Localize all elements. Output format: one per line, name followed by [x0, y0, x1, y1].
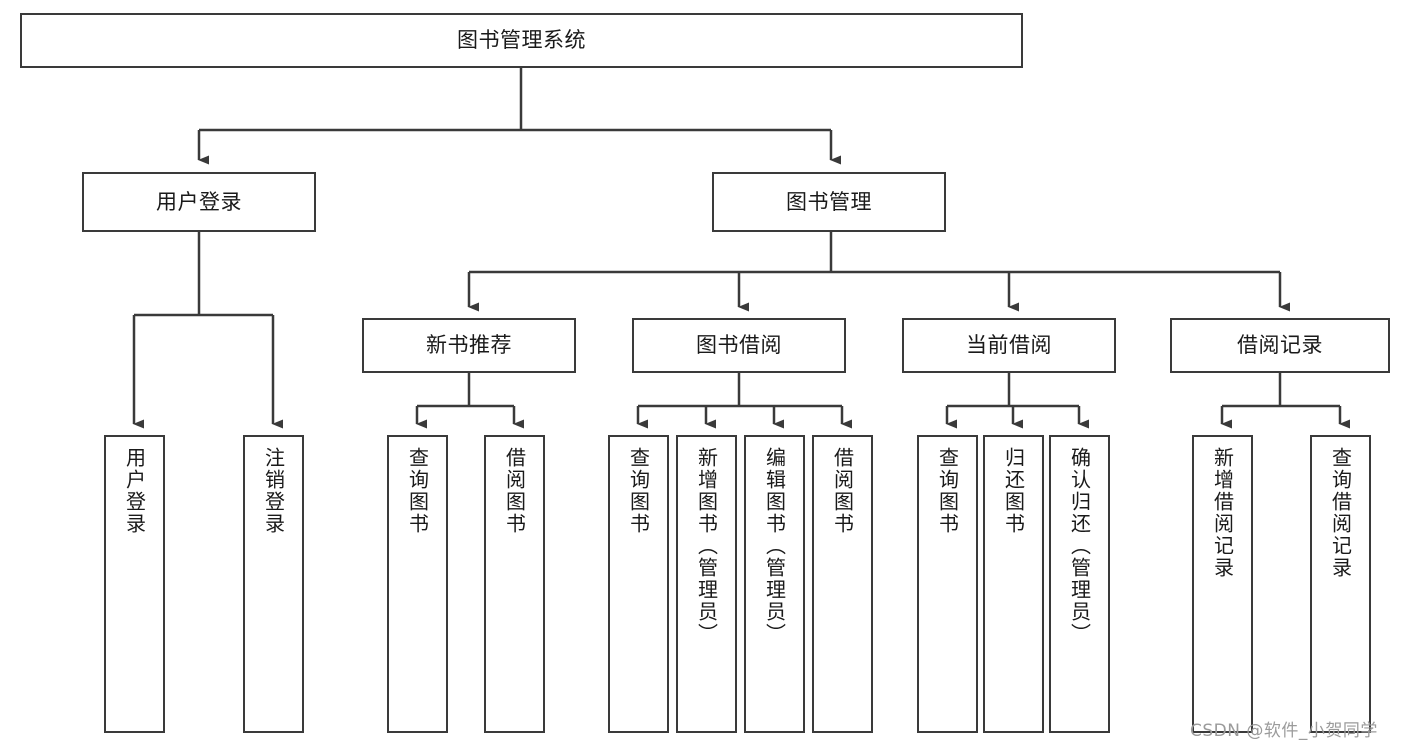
- node-label: 注销登录: [261, 447, 286, 535]
- node-leaf-logout[interactable]: 注销登录: [243, 435, 304, 733]
- node-label: 图书管理: [786, 189, 872, 214]
- node-label: 图书借阅: [696, 333, 782, 358]
- node-leaf-return-book[interactable]: 归还图书: [983, 435, 1044, 733]
- node-label: 查询图书: [626, 447, 651, 535]
- node-borrowing-record[interactable]: 借阅记录: [1170, 318, 1390, 373]
- node-current-borrowing[interactable]: 当前借阅: [902, 318, 1116, 373]
- node-leaf-add-book-admin[interactable]: 新增图书（管理员）: [676, 435, 737, 733]
- node-label: 新增图书（管理员）: [694, 447, 719, 645]
- node-leaf-add-borrow-record[interactable]: 新增借阅记录: [1192, 435, 1253, 733]
- node-label: 借阅记录: [1237, 333, 1323, 358]
- node-leaf-query-borrow-record[interactable]: 查询借阅记录: [1310, 435, 1371, 733]
- node-label: 编辑图书（管理员）: [762, 447, 787, 645]
- node-label: 新增借阅记录: [1210, 447, 1235, 579]
- node-label: 借阅图书: [502, 447, 527, 535]
- node-label: 当前借阅: [966, 333, 1052, 358]
- node-book-management[interactable]: 图书管理: [712, 172, 946, 232]
- node-label: 新书推荐: [426, 333, 512, 358]
- node-label: 用户登录: [122, 447, 147, 535]
- node-label: 查询图书: [405, 447, 430, 535]
- node-leaf-edit-book-admin[interactable]: 编辑图书（管理员）: [744, 435, 805, 733]
- node-leaf-query-book-borrow[interactable]: 查询图书: [608, 435, 669, 733]
- node-label: 查询图书: [935, 447, 960, 535]
- node-label: 用户登录: [156, 189, 242, 214]
- node-leaf-borrow-book[interactable]: 借阅图书: [812, 435, 873, 733]
- node-leaf-confirm-return-admin[interactable]: 确认归还（管理员）: [1049, 435, 1110, 733]
- node-label: 确认归还（管理员）: [1067, 447, 1092, 645]
- node-leaf-borrow-book-rec[interactable]: 借阅图书: [484, 435, 545, 733]
- node-label: 查询借阅记录: [1328, 447, 1353, 579]
- node-user-login[interactable]: 用户登录: [82, 172, 316, 232]
- node-leaf-query-book-rec[interactable]: 查询图书: [387, 435, 448, 733]
- watermark-csdn: CSDN @软件_小贺同学: [1190, 721, 1378, 741]
- node-label: 借阅图书: [830, 447, 855, 535]
- node-new-book-recommendation[interactable]: 新书推荐: [362, 318, 576, 373]
- node-leaf-query-book-current[interactable]: 查询图书: [917, 435, 978, 733]
- node-label: 图书管理系统: [457, 28, 586, 53]
- node-leaf-user-login[interactable]: 用户登录: [104, 435, 165, 733]
- node-label: 归还图书: [1001, 447, 1026, 535]
- node-book-borrowing[interactable]: 图书借阅: [632, 318, 846, 373]
- node-root-book-management-system[interactable]: 图书管理系统: [20, 13, 1023, 68]
